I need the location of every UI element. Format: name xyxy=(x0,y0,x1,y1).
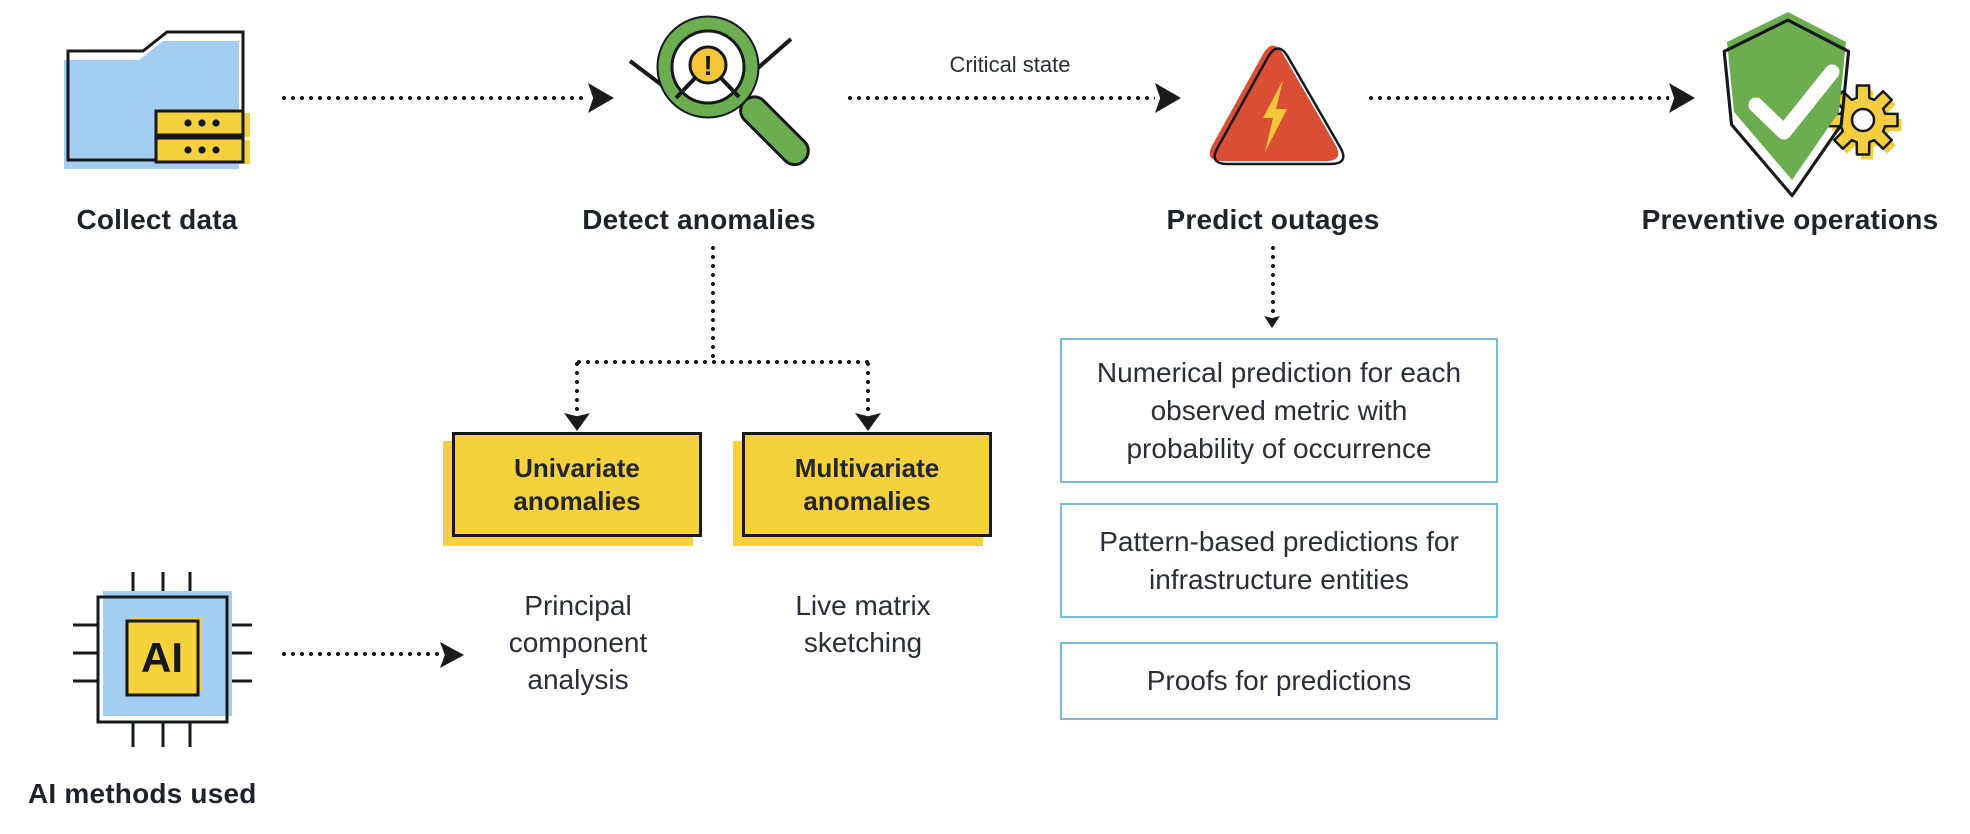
connector-branch-horizontal xyxy=(577,360,869,364)
prediction-box-proofs: Proofs for predictions xyxy=(1060,642,1498,720)
arrow-ai-to-methods xyxy=(282,652,440,656)
arrowhead-detect-to-predict xyxy=(1155,83,1181,113)
folder-outline xyxy=(66,30,245,162)
magnifier-alert-icon: ! xyxy=(628,15,810,167)
arrowhead-univariate xyxy=(564,413,590,431)
multivariate-anomalies-box: Multivariate anomalies xyxy=(742,432,992,537)
method-principal-component-analysis: Principal component analysis xyxy=(508,590,648,695)
arrow-predict-to-preventive xyxy=(1369,96,1669,100)
warning-triangle-icon xyxy=(1209,45,1345,166)
multivariate-anomalies-label: Multivariate anomalies xyxy=(794,452,940,516)
prediction-box-numerical: Numerical prediction for each observed m… xyxy=(1060,338,1498,483)
arrow-collect-to-detect xyxy=(282,96,588,100)
ai-chip-icon: AI xyxy=(73,572,252,747)
prediction-numerical-text: Numerical prediction for each observed m… xyxy=(1096,356,1462,464)
lens-graph-right xyxy=(718,75,741,99)
shield-outline xyxy=(1722,18,1851,198)
prediction-proofs-text: Proofs for predictions xyxy=(1146,665,1412,696)
prediction-box-pattern: Pattern-based predictions for infrastruc… xyxy=(1060,503,1498,618)
triangle-outline xyxy=(1213,47,1345,166)
lightning-bolt-icon xyxy=(1263,80,1287,152)
univariate-anomalies-label: Univariate anomalies xyxy=(513,452,641,516)
arrowhead-ai-to-methods xyxy=(440,642,464,668)
chip-body-outline xyxy=(96,595,229,724)
connector-univariate-down xyxy=(575,362,579,414)
magnifier-handle xyxy=(739,95,810,167)
prediction-pattern-text: Pattern-based predictions for infrastruc… xyxy=(1099,525,1459,595)
arrowhead-multivariate xyxy=(855,413,881,431)
checkmark-icon xyxy=(1748,64,1840,140)
connector-detect-down xyxy=(711,246,715,362)
lens-graph-left xyxy=(674,75,698,100)
critical-state-label: Critical state xyxy=(949,52,1071,77)
connector-predict-down xyxy=(1271,246,1275,316)
step-label-collect-data: Collect data xyxy=(76,204,238,235)
ai-chip-label: AI xyxy=(141,634,183,681)
lens-ring xyxy=(658,17,758,117)
method-live-matrix-sketching: Live matrix sketching xyxy=(795,590,931,658)
arrow-detect-to-predict xyxy=(848,96,1155,100)
shield-fill xyxy=(1727,12,1846,180)
exclamation-glyph: ! xyxy=(703,50,712,81)
ai-methods-caption: AI methods used xyxy=(28,778,257,809)
univariate-anomalies-box: Univariate anomalies xyxy=(452,432,702,537)
step-label-preventive-operations: Preventive operations xyxy=(1641,204,1939,235)
arrowhead-predict-to-preventive xyxy=(1669,83,1695,113)
step-label-detect-anomalies: Detect anomalies xyxy=(582,204,816,235)
database-stack xyxy=(154,109,250,164)
shield-check-gear-icon xyxy=(1722,12,1902,198)
connector-multivariate-down xyxy=(866,362,870,414)
alert-circle xyxy=(688,45,728,85)
chip-core-outline xyxy=(125,619,200,697)
step-label-predict-outages: Predict outages xyxy=(1166,204,1380,235)
arrowhead-predict-down xyxy=(1264,316,1280,328)
folder-database-icon xyxy=(64,30,250,169)
